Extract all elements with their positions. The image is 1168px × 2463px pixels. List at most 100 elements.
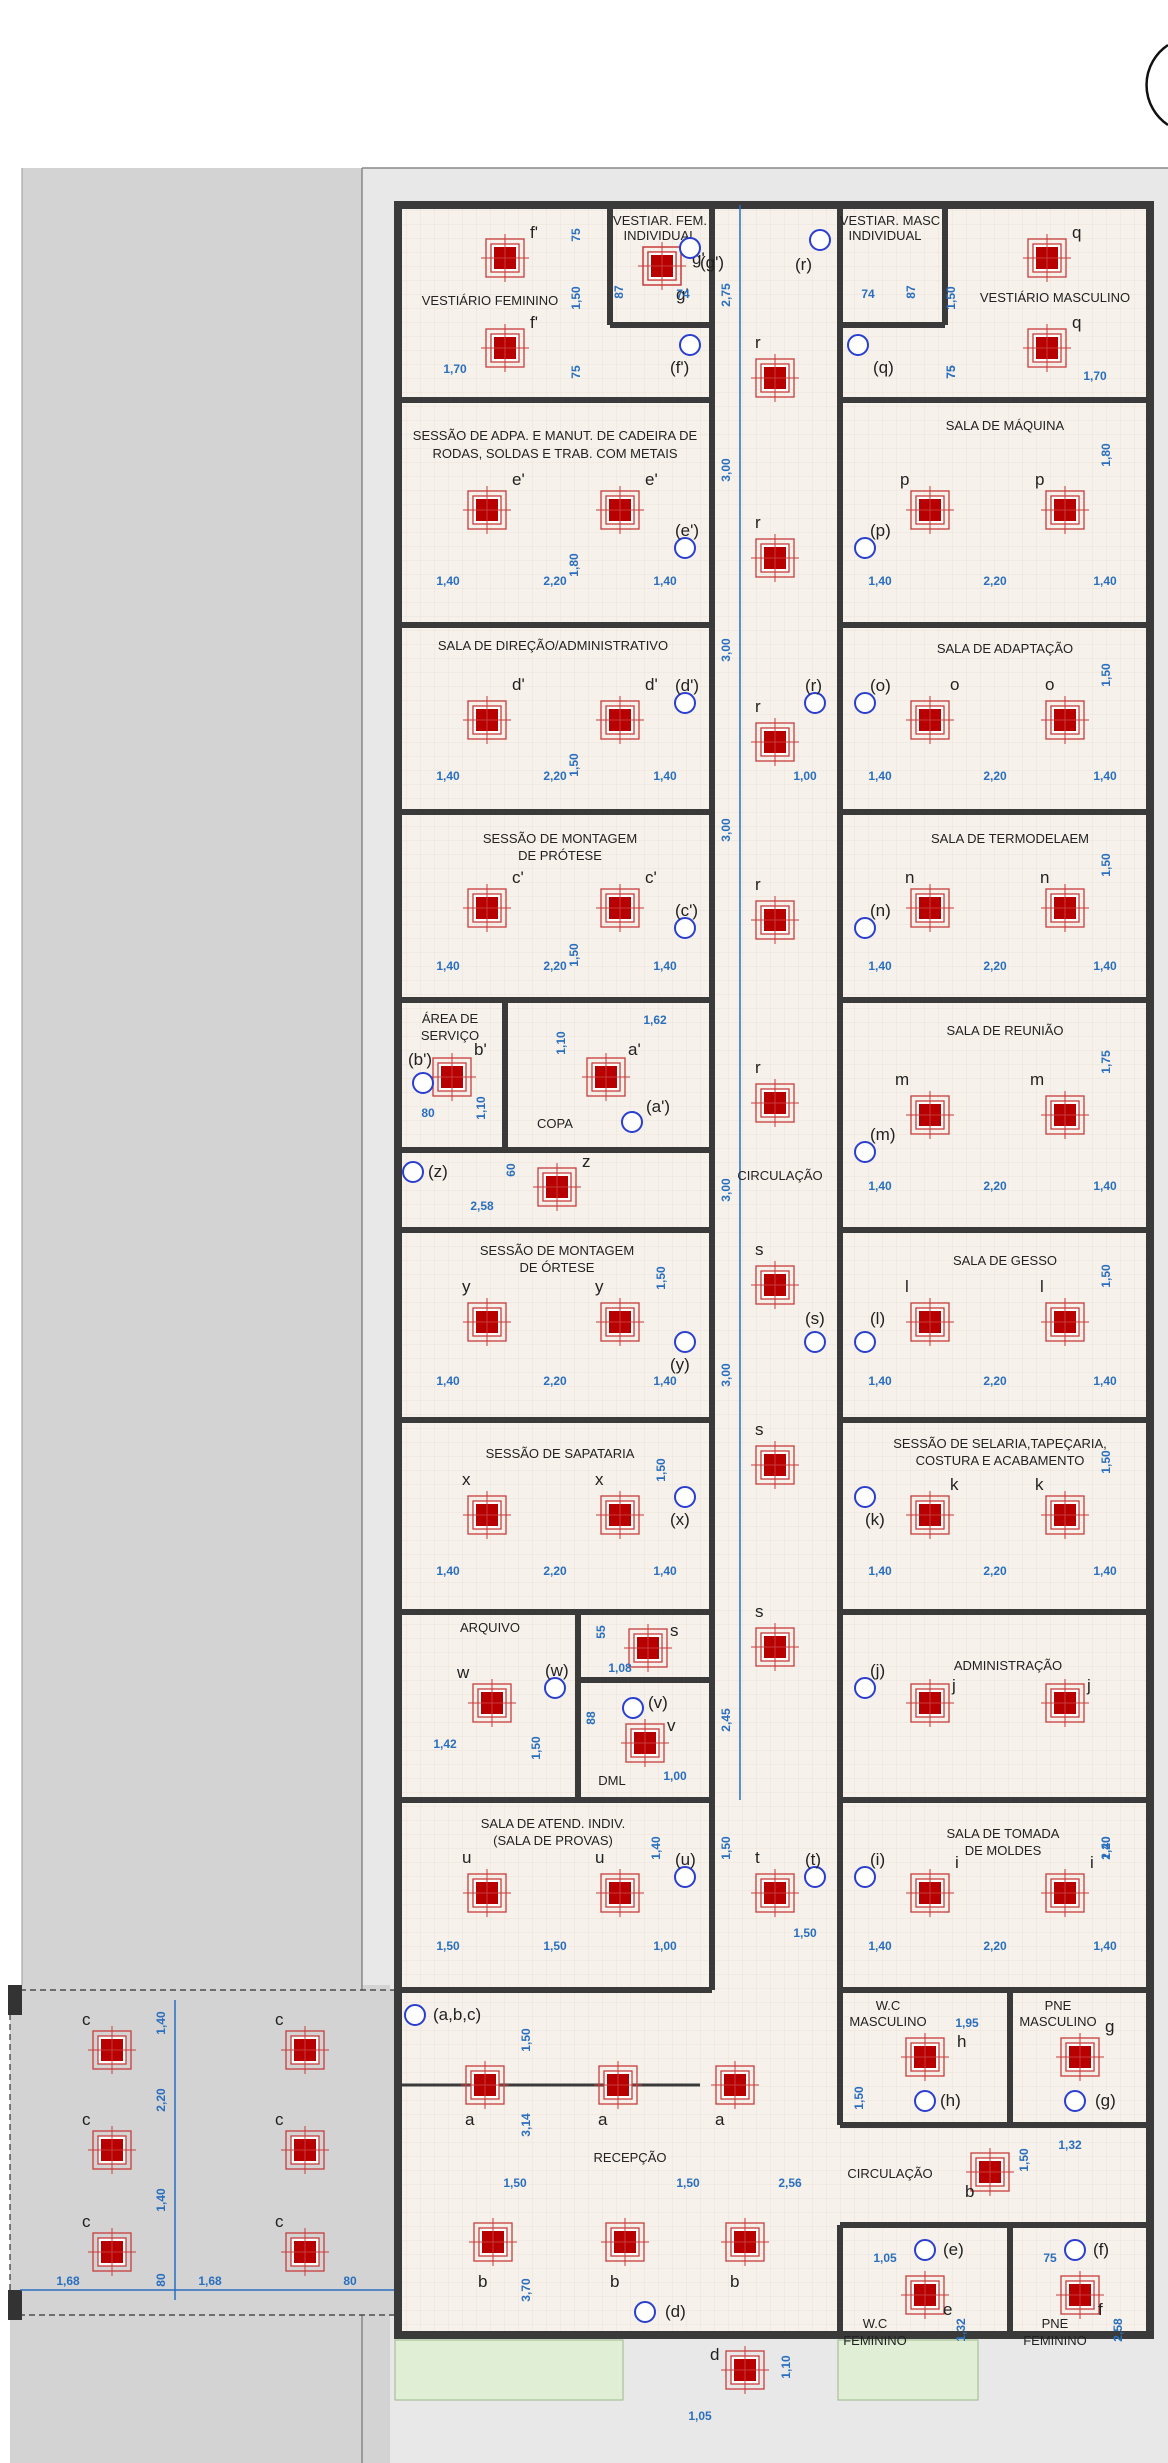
- ceiling-light-fixture-icon: [428, 1053, 476, 1101]
- fixture-label: g': [676, 285, 689, 304]
- switch-outlet-circle-icon: [854, 1677, 876, 1699]
- label-sala-atendimento-2: (SALA DE PROVAS): [493, 1833, 613, 1848]
- dimension-label: 1,75: [1099, 1050, 1113, 1074]
- dimension-label: 1,40: [653, 574, 677, 588]
- ceiling-light-fixture-icon: [463, 1298, 511, 1346]
- switch-outlet-circle-icon: [804, 1331, 826, 1353]
- dimension-label: 1,50: [654, 1458, 668, 1482]
- fixture-label: h: [957, 2032, 966, 2051]
- dimension-label: 1,40: [868, 769, 892, 783]
- fixture-label: f': [530, 223, 538, 242]
- fixture-label: u: [595, 1848, 604, 1867]
- dimension-label: 2,20: [983, 769, 1007, 783]
- dimension-label: 1,40: [868, 1564, 892, 1578]
- dimension-label: 1,10: [474, 1096, 488, 1120]
- switch-outlet-circle-icon: [679, 334, 701, 356]
- dimension-label: 1,50: [567, 943, 581, 967]
- outlet-label: (t): [805, 1850, 821, 1869]
- outlet-label: (o): [870, 676, 891, 695]
- ceiling-light-fixture-icon: [582, 1053, 630, 1101]
- dimension-label: 2,20: [983, 1179, 1007, 1193]
- dimension-label: 1,50: [567, 753, 581, 777]
- ceiling-light-fixture-icon: [468, 1679, 516, 1727]
- label-pne-feminino-2: FEMININO: [1023, 2333, 1087, 2348]
- fixture-label: o: [950, 675, 959, 694]
- outlet-label: (e): [943, 2240, 964, 2259]
- dimension-label: 1,40: [653, 1374, 677, 1388]
- outlet-label: (s): [805, 1309, 825, 1328]
- dimension-label: 1,40: [1093, 1374, 1117, 1388]
- ceiling-light-fixture-icon: [624, 1624, 672, 1672]
- fixture-label: a: [598, 2110, 608, 2129]
- ceiling-light-fixture-icon: [281, 2126, 329, 2174]
- ceiling-light-fixture-icon: [751, 1261, 799, 1309]
- dimension-label: 2,20: [983, 1939, 1007, 1953]
- outlet-label: (d'): [675, 676, 699, 695]
- outlet-label: (i): [870, 1850, 885, 1869]
- ceiling-light-fixture-icon: [751, 718, 799, 766]
- ceiling-light-fixture-icon: [596, 696, 644, 744]
- switch-outlet-circle-icon: [854, 1141, 876, 1163]
- dimension-label: 1,40: [1093, 1179, 1117, 1193]
- switch-outlet-circle-icon: [914, 2239, 936, 2261]
- dimension-label: 87: [612, 285, 626, 299]
- dimension-label: 1,50: [569, 286, 583, 310]
- fixture-label: b': [474, 1040, 487, 1059]
- dimension-label: 75: [569, 365, 583, 379]
- dimension-label: 1,40: [868, 574, 892, 588]
- lawn-right: [837, 2339, 979, 2401]
- label-vestiario-fem-individual-2: INDIVIDUAL: [624, 228, 697, 243]
- north-arrow-icon: [1145, 43, 1168, 127]
- fixture-label: l: [1040, 1277, 1044, 1296]
- fixture-label: a': [628, 1040, 641, 1059]
- dimension-label: 2,20: [1099, 1836, 1113, 1860]
- dimension-label: 1,50: [519, 2028, 533, 2052]
- ceiling-light-fixture-icon: [1023, 234, 1071, 282]
- fixture-label: v: [667, 1716, 676, 1735]
- ceiling-light-fixture-icon: [463, 884, 511, 932]
- label-administracao: ADMINISTRAÇÃO: [954, 1658, 1062, 1673]
- switch-outlet-circle-icon: [404, 2004, 426, 2026]
- label-pne-masculino: PNE: [1045, 1998, 1072, 2013]
- label-sessao-adpa-2: RODAS, SOLDAS E TRAB. COM METAIS: [432, 446, 677, 461]
- ceiling-light-fixture-icon: [596, 884, 644, 932]
- outlet-label: (x): [670, 1510, 690, 1529]
- switch-outlet-circle-icon: [854, 692, 876, 714]
- dimension-label: 1,10: [779, 2355, 793, 2379]
- ceiling-light-fixture-icon: [601, 2218, 649, 2266]
- dimension-label: 1,50: [1099, 1264, 1113, 1288]
- ceiling-light-fixture-icon: [751, 1441, 799, 1489]
- fixture-label: s: [755, 1240, 764, 1259]
- ceiling-light-fixture-icon: [1041, 696, 1089, 744]
- dimension-label: 1,40: [436, 959, 460, 973]
- outlet-label: (w): [545, 1661, 569, 1680]
- dimension-label: 75: [944, 365, 958, 379]
- switch-outlet-circle-icon: [674, 1486, 696, 1508]
- ceiling-light-fixture-icon: [1056, 2271, 1104, 2319]
- fixture-label: c: [82, 2010, 91, 2029]
- fixture-label: i: [955, 1853, 959, 1872]
- label-montagem-protese-2: DE PRÓTESE: [518, 848, 602, 863]
- switch-outlet-circle-icon: [1064, 2090, 1086, 2112]
- dimension-label: 1,40: [436, 574, 460, 588]
- dimension-label: 1,32: [1058, 2138, 1082, 2152]
- dimension-label: 2,20: [983, 959, 1007, 973]
- dimension-label: 55: [594, 1625, 608, 1639]
- label-sessao-adpa: SESSÃO DE ADPA. E MANUT. DE CADEIRA DE: [413, 428, 698, 443]
- dimension-label: 1,50: [1099, 853, 1113, 877]
- dimension-label: 74: [861, 287, 875, 301]
- outlet-label: (r): [805, 676, 822, 695]
- fixture-label: s: [755, 1602, 764, 1621]
- outlet-label: (b'): [408, 1050, 432, 1069]
- fixture-label: y: [595, 1277, 604, 1296]
- fixture-label: z: [582, 1152, 591, 1171]
- fixture-label: s: [755, 1420, 764, 1439]
- dimension-label: 80: [343, 2274, 357, 2288]
- dimension-label: 2,20: [983, 1374, 1007, 1388]
- ceiling-light-fixture-icon: [721, 2346, 769, 2394]
- label-sala-adaptacao: SALA DE ADAPTAÇÃO: [937, 641, 1073, 656]
- label-arquivo: ARQUIVO: [460, 1620, 520, 1635]
- switch-outlet-circle-icon: [402, 1161, 424, 1183]
- ceiling-light-fixture-icon: [88, 2228, 136, 2276]
- ceiling-light-fixture-icon: [721, 2218, 769, 2266]
